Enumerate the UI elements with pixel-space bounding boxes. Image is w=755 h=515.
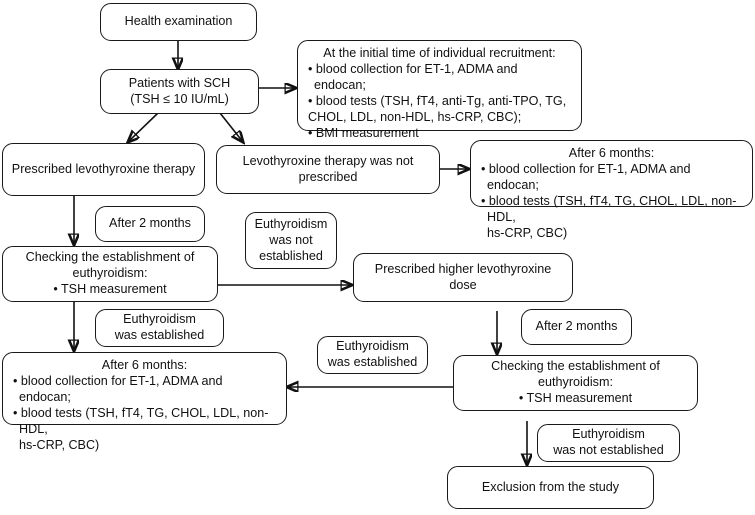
node-checking-euthyroidism-left-line2: euthyroidism: [72,266,148,281]
node-prescribed-higher-dose-line2: dose [449,277,477,292]
node-patients-with-sch-line2: (TSH ≤ 10 IU/mL) [130,91,229,106]
node-euthyroidism-not-established-right-line2: was not established [553,443,664,457]
node-levothyroxine-not-prescribed[interactable]: Levothyroxine therapy was not prescribed [216,145,440,194]
node-initial-recruitment-item-3: • BMI measurement [308,125,419,140]
node-euthyroidism-established-mid-line2: was established [327,355,418,369]
node-after-6-months-right-item-1: • blood collection for ET-1, ADMA and en… [481,161,691,192]
node-patients-with-sch-line1: Patients with SCH [128,75,231,90]
node-patients-with-sch-text: Patients with SCH (TSH ≤ 10 IU/mL) [129,76,231,108]
node-after-6-months-left-item-2: • blood tests (TSH, fT4, TG, CHOL, LDL, … [13,405,269,436]
node-after-6-months-right-title: After 6 months: [568,146,655,160]
node-euthyroidism-established-left-text: Euthyroidism was established [115,312,205,344]
node-after-6-months-right[interactable]: After 6 months: • blood collection for E… [470,140,753,240]
node-after-2-months-right-label: After 2 months [535,319,618,333]
node-euthyroidism-not-established-mid-line2: was not [269,232,313,247]
node-after-6-months-left-item-2-cont: hs-CRP, CBC) [19,437,100,452]
node-initial-recruitment-item-2: • blood tests (TSH, fT4, anti-Tg, anti-T… [308,93,567,108]
node-exclusion-from-study[interactable]: Exclusion from the study [447,466,654,509]
node-after-2-months-left[interactable]: After 2 months [95,206,205,242]
node-health-examination[interactable]: Health examination [100,3,257,41]
node-prescribed-higher-dose[interactable]: Prescribed higher levothyroxine dose [353,253,573,302]
node-levothyroxine-not-prescribed-line2: prescribed [298,169,358,184]
node-checking-euthyroidism-left[interactable]: Checking the establishment of euthyroidi… [2,246,218,302]
node-checking-euthyroidism-left-line1: Checking the establishment of [25,250,195,265]
node-health-examination-label: Health examination [124,14,233,28]
node-prescribed-higher-dose-line1: Prescribed higher levothyroxine [374,261,552,276]
node-euthyroidism-not-established-mid-text: Euthyroidism was not established [255,217,328,265]
node-levothyroxine-not-prescribed-line1: Levothyroxine therapy was not [242,153,414,168]
node-initial-recruitment[interactable]: At the initial time of individual recrui… [297,40,582,140]
node-initial-recruitment-title: At the initial time of individual recrui… [323,46,556,60]
node-prescribed-levothyroxine-therapy[interactable]: Prescribed levothyroxine therapy [2,143,205,196]
node-checking-euthyroidism-right-line3: • TSH measurement [518,391,633,405]
node-after-6-months-right-item-2-cont: hs-CRP, CBC) [487,225,568,240]
connector-patients-to-prescribed [128,112,159,142]
node-euthyroidism-not-established-mid-line1: Euthyroidism [254,216,328,231]
node-checking-euthyroidism-right-text: Checking the establishment of euthyroidi… [491,359,660,407]
node-after-6-months-right-item-2: • blood tests (TSH, fT4, TG, CHOL, LDL, … [481,193,737,224]
node-after-6-months-left-item-1: • blood collection for ET-1, ADMA and en… [13,373,223,404]
node-euthyroidism-established-left-line2: was established [114,328,205,342]
node-euthyroidism-not-established-mid[interactable]: Euthyroidism was not established [245,212,337,269]
node-patients-with-sch[interactable]: Patients with SCH (TSH ≤ 10 IU/mL) [100,69,259,114]
node-euthyroidism-established-mid-line1: Euthyroidism [336,339,409,354]
node-euthyroidism-established-mid[interactable]: Euthyroidism was established [317,336,428,374]
node-euthyroidism-established-mid-text: Euthyroidism was established [328,339,418,371]
node-checking-euthyroidism-right-line2: euthyroidism: [538,375,613,390]
node-prescribed-higher-dose-text: Prescribed higher levothyroxine dose [375,262,551,294]
node-prescribed-levothyroxine-therapy-label: Prescribed levothyroxine therapy [11,161,196,176]
node-after-6-months-left-title: After 6 months: [101,358,188,372]
node-after-2-months-left-label: After 2 months [109,216,191,230]
node-euthyroidism-not-established-right[interactable]: Euthyroidism was not established [537,424,680,462]
node-initial-recruitment-item-2-cont: CHOL, LDL, non-HDL, hs-CRP, CBC); [308,109,522,124]
node-checking-euthyroidism-right[interactable]: Checking the establishment of euthyroidi… [453,355,698,411]
node-initial-recruitment-item-1: • blood collection for ET-1, ADMA and en… [308,61,518,92]
node-euthyroidism-established-left-line1: Euthyroidism [123,312,196,327]
connector-patients-to-notprescribed [219,112,243,142]
node-euthyroidism-not-established-mid-line3: established [259,248,323,263]
node-levothyroxine-not-prescribed-text: Levothyroxine therapy was not prescribed [243,154,414,186]
node-euthyroidism-not-established-right-text: Euthyroidism was not established [553,427,664,459]
node-after-2-months-right[interactable]: After 2 months [521,309,632,345]
node-checking-euthyroidism-right-line1: Checking the establishment of [491,359,660,374]
node-euthyroidism-not-established-right-line1: Euthyroidism [572,427,645,442]
node-checking-euthyroidism-left-line3: • TSH measurement [53,282,167,296]
node-checking-euthyroidism-left-text: Checking the establishment of euthyroidi… [26,250,195,298]
node-after-6-months-left[interactable]: After 6 months: • blood collection for E… [2,352,287,452]
node-exclusion-from-study-label: Exclusion from the study [481,479,620,494]
node-euthyroidism-established-left[interactable]: Euthyroidism was established [95,309,224,347]
